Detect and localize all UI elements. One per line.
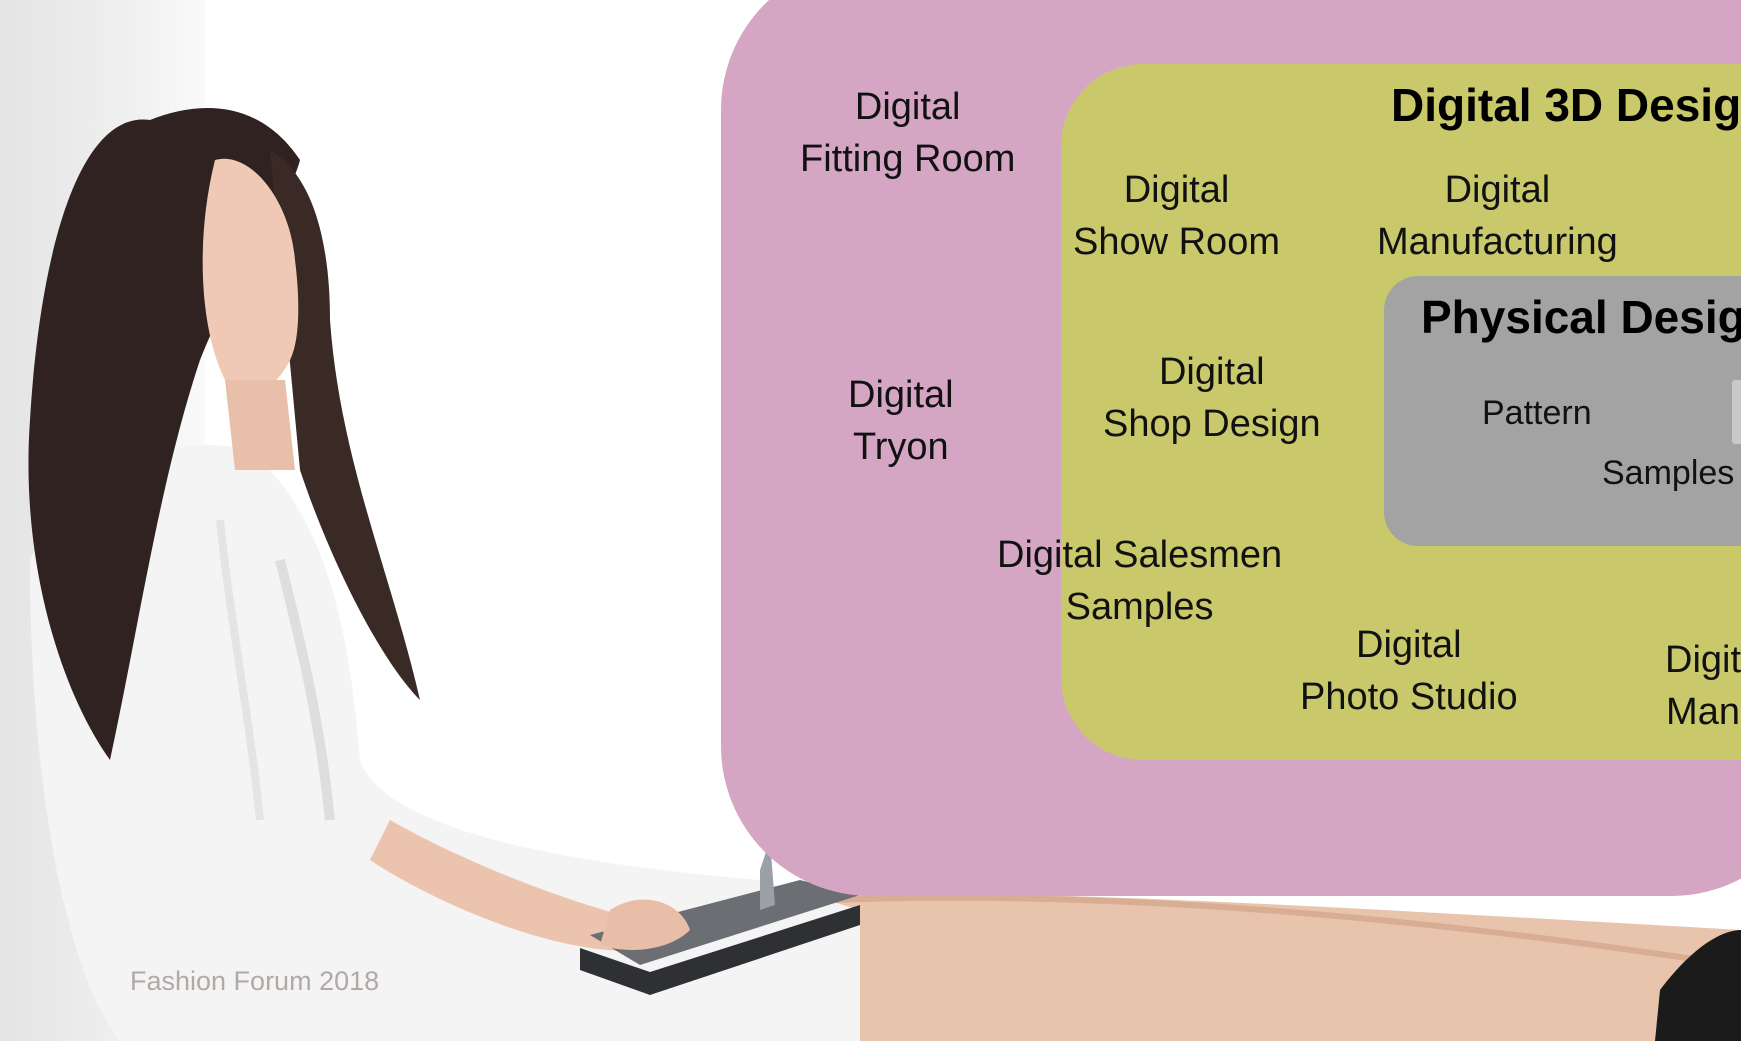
footer-text: Fashion Forum 2018: [130, 966, 380, 996]
label-digital-salesmen-samples: Digital Salesmen Samples: [997, 534, 1283, 628]
title-digital-3d-design: Digital 3D Desig: [1391, 79, 1741, 131]
label-samples: Samples: [1602, 454, 1735, 492]
label-digital-photo-studio: Digital Photo Studio: [1300, 624, 1518, 718]
title-physical-design: Physical Design: [1421, 291, 1741, 343]
inner-ring-physical-design: [1384, 276, 1741, 546]
label-digital-shop-design: Digital Shop Design: [1103, 351, 1321, 445]
label-digital-show-room: Digital Show Room: [1073, 169, 1280, 263]
label-digital-tryon: Digital Tryon: [848, 374, 954, 468]
label-pattern: Pattern: [1482, 394, 1592, 432]
label-digital-fitting-room: Digital Fitting Room: [800, 86, 1016, 180]
label-digital-manufacturing: Digital Manufacturing: [1377, 169, 1618, 263]
inner-ring-cut-off-box: [1732, 380, 1741, 444]
label-digital-cut-off: Digit Man: [1665, 639, 1741, 733]
